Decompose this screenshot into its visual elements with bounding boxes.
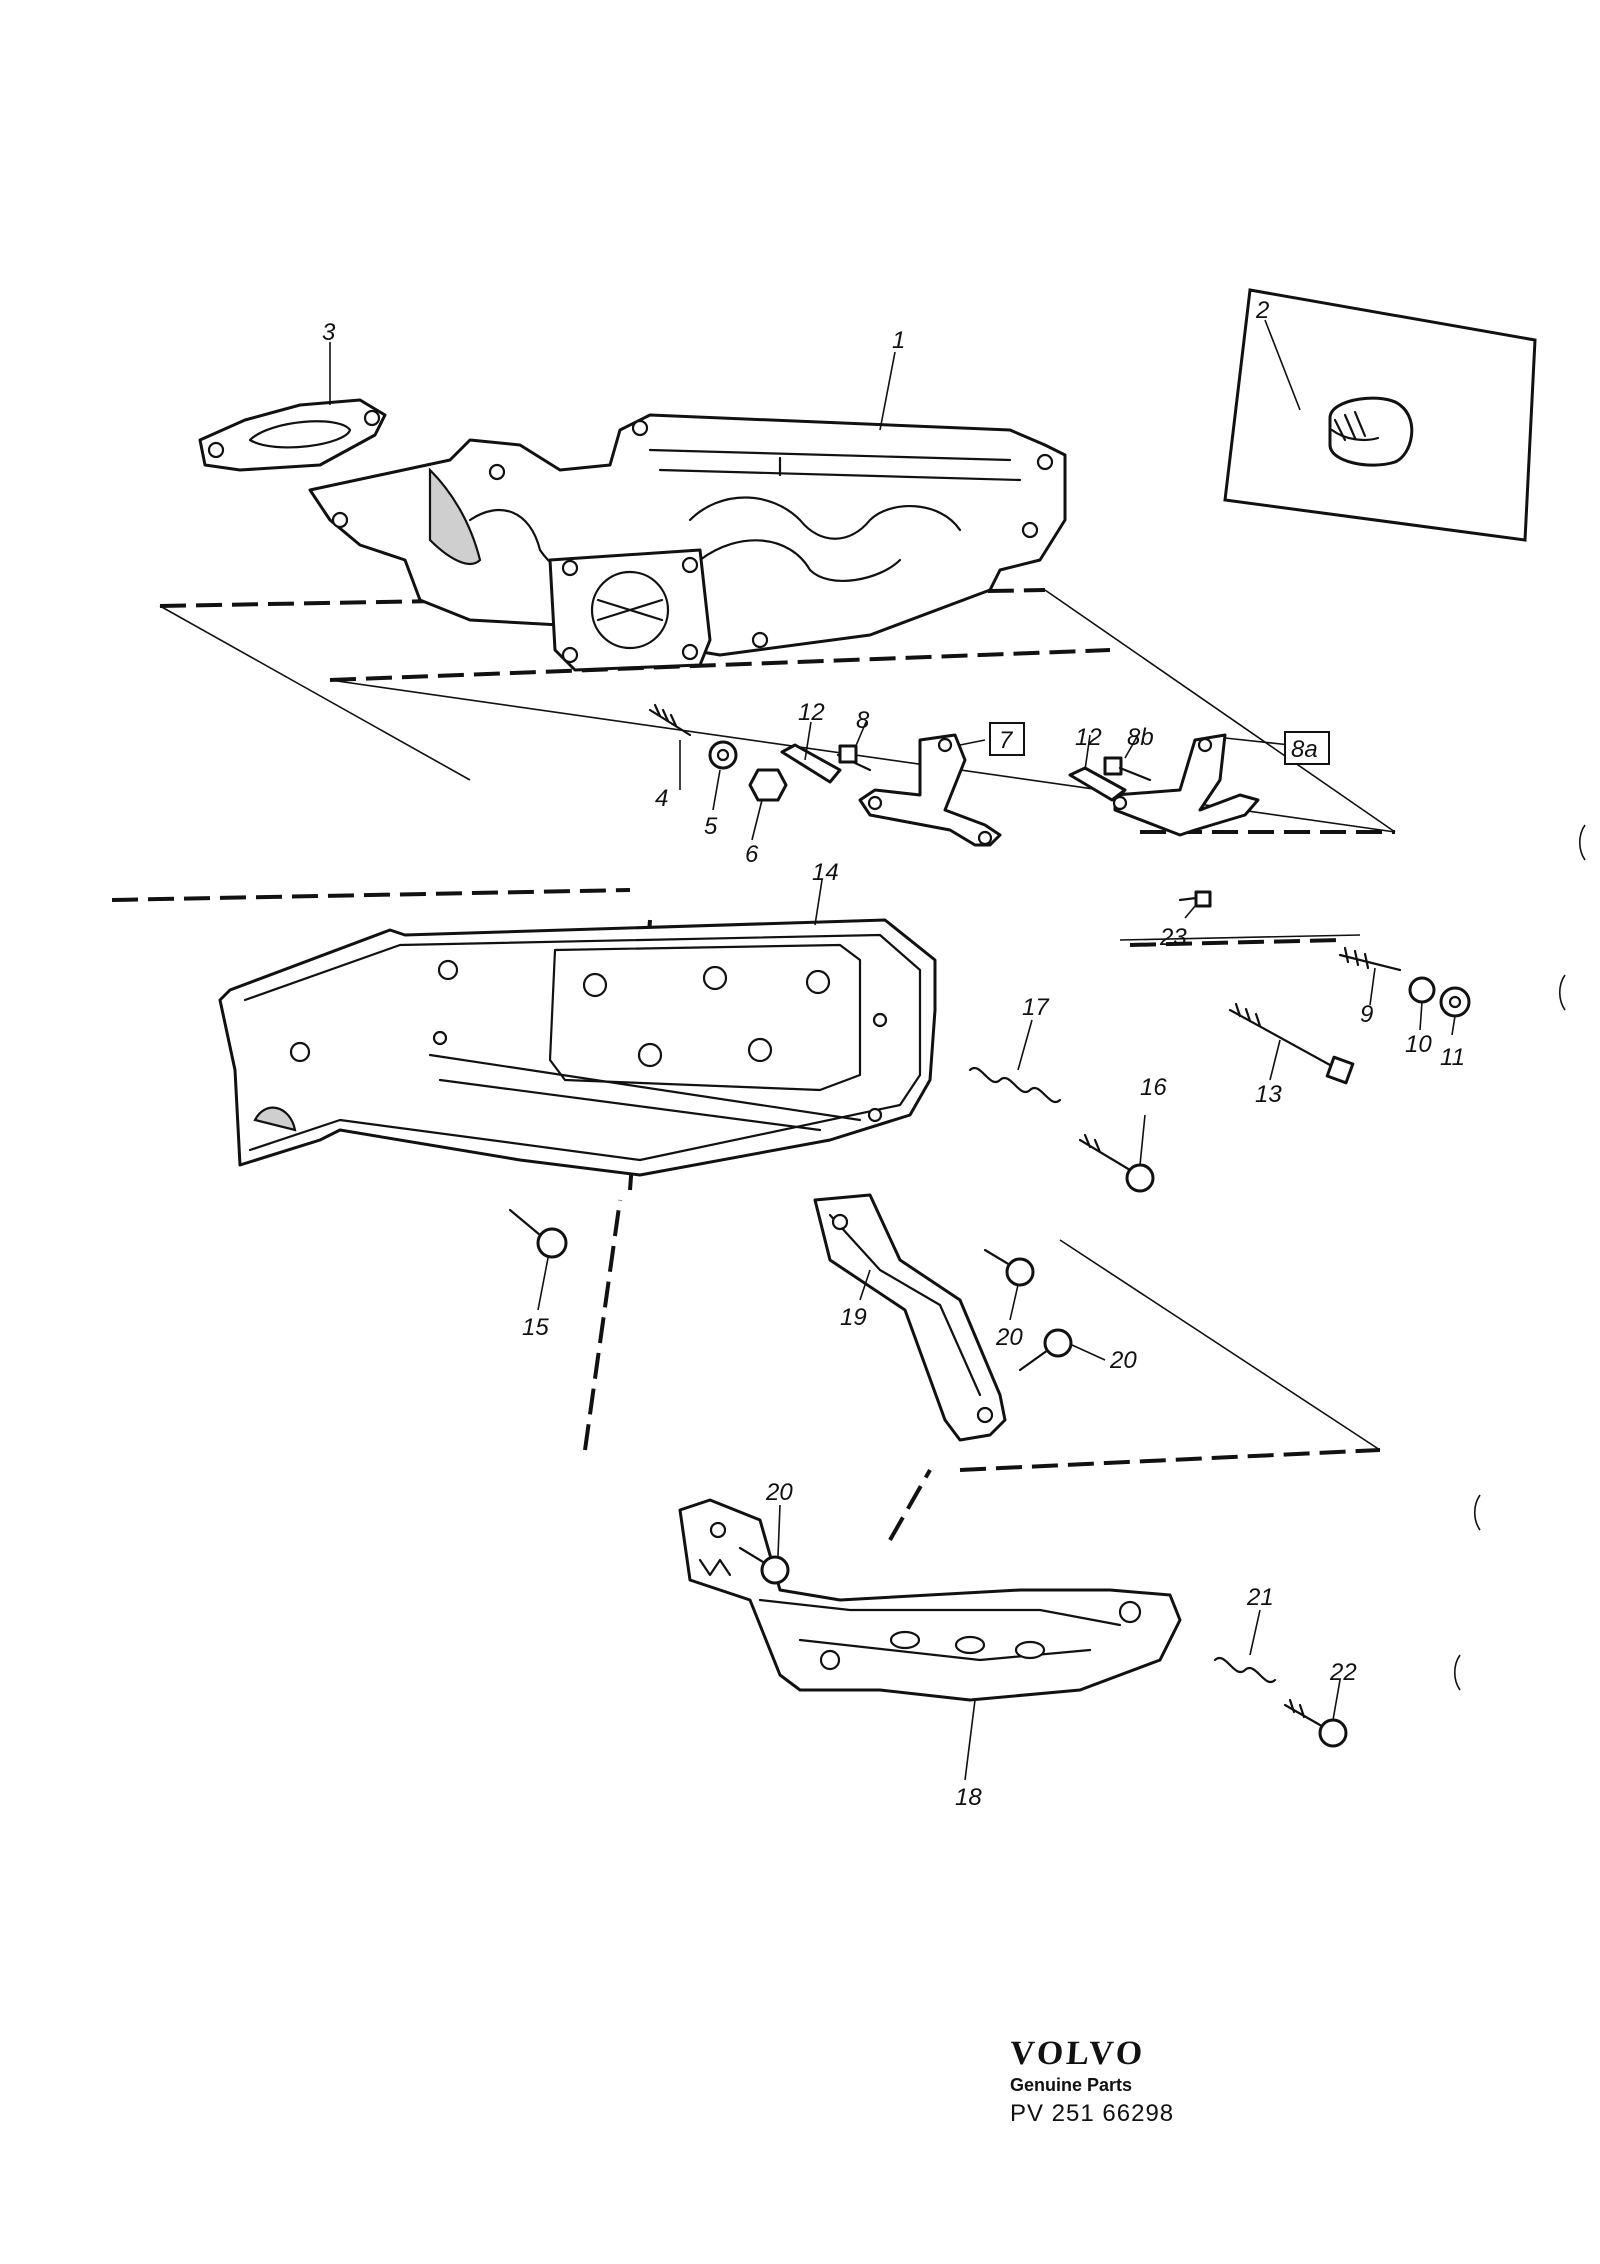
scan-marks [1453,824,1586,1691]
callout-labels: 1 2 3 4 5 6 12 8 7 12 8b 8a 23 9 10 11 1… [322,297,1465,1811]
callout-7-box [989,722,1025,756]
callout-12-left: 12 [798,699,825,726]
bracket-7 [858,733,1002,847]
lower-heat-shield [678,1498,1182,1702]
leader-lines [329,319,1456,1781]
callout-1: 1 [892,327,905,354]
callout-2: 2 [1255,297,1269,324]
exhaust-manifold [308,413,1067,672]
callout-23: 23 [1159,924,1187,951]
fasteners [508,703,1471,1748]
branding-block: VOLVO Genuine Parts PV 251 66298 [1008,2035,1270,2128]
callout-3: 3 [322,319,336,346]
callout-11: 11 [1440,1044,1465,1071]
callout-16: 16 [1140,1074,1167,1101]
gasket [198,398,387,472]
callout-19: 19 [840,1304,867,1331]
callout-21: 21 [1246,1584,1274,1611]
callout-9: 9 [1360,1001,1373,1028]
callout-14: 14 [812,859,839,886]
callout-20-upper: 20 [995,1324,1023,1351]
callout-17: 17 [1022,994,1050,1021]
brand-tagline: Genuine Parts [1010,2075,1133,2095]
callout-20-lower: 20 [765,1479,793,1506]
callout-15: 15 [522,1314,549,1341]
callout-8a: 8a [1291,736,1318,763]
callout-8a-box [1284,731,1330,765]
plug-inset [1223,288,1537,542]
callout-7: 7 [999,727,1014,754]
part-number: PV 251 66298 [1010,2100,1175,2127]
brand-logo: VOLVO [1008,2035,1147,2072]
callout-10: 10 [1405,1031,1432,1058]
callout-22: 22 [1329,1659,1357,1686]
callout-8: 8 [856,707,870,734]
callout-12-right: 12 [1075,724,1102,751]
heat-shield [218,918,937,1177]
callout-6: 6 [745,841,759,868]
callout-4: 4 [655,785,668,812]
callout-5: 5 [704,813,718,840]
callout-13: 13 [1255,1081,1282,1108]
support-bracket [813,1193,1007,1442]
callout-18: 18 [955,1784,982,1811]
callout-20-mid: 20 [1109,1347,1137,1374]
callout-8b: 8b [1127,724,1154,751]
